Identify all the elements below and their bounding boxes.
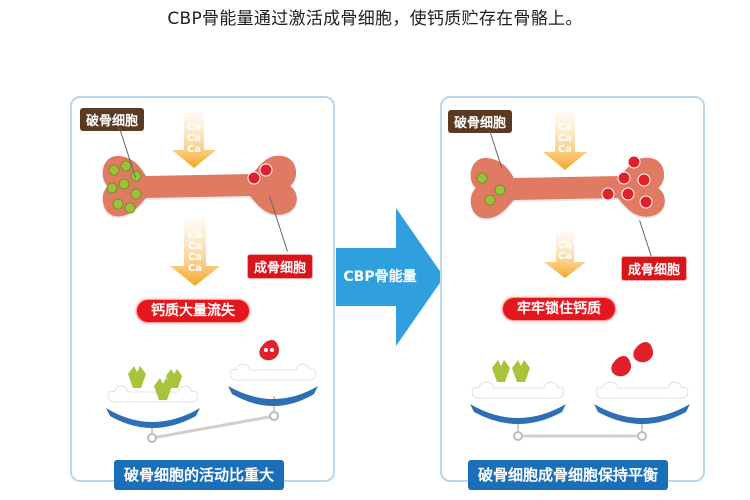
osteoblast-characters xyxy=(611,342,654,377)
osteoblast-tag: 成骨细胞 xyxy=(621,256,688,281)
balance-scale-level xyxy=(470,342,690,441)
big-right-arrow-icon xyxy=(336,208,444,346)
cbp-energy-label: CBP骨能量 xyxy=(343,269,417,285)
down-arrow-icon xyxy=(170,218,220,286)
footer-label-balanced: 破骨细胞成骨细胞保持平衡 xyxy=(468,460,669,490)
calcium-in-arrow: Ca Ca Ca xyxy=(172,112,216,168)
status-pill-calcium-loss: 钙质大量流失 xyxy=(136,299,250,323)
osteoclast-tag: 破骨细胞 xyxy=(448,110,513,133)
down-arrow-icon xyxy=(543,112,587,170)
osteoclast-cells xyxy=(106,160,142,214)
calcium-label-stack: Ca Ca Ca Ca xyxy=(187,230,203,274)
osteoclast-characters xyxy=(128,366,182,400)
calcium-label-stack: Ca Ca Ca xyxy=(186,122,202,155)
status-pill-calcium-locked: 牢牢锁住钙质 xyxy=(502,297,616,321)
calcium-out-arrow: Ca Ca xyxy=(544,232,586,278)
osteoblast-cells xyxy=(601,155,653,209)
osteoblast-character xyxy=(259,340,280,361)
down-arrow-icon xyxy=(172,112,216,168)
osteoclast-cells xyxy=(476,172,506,206)
calcium-label-stack: Ca Ca xyxy=(557,240,573,262)
bone-illustration xyxy=(470,155,665,221)
bone-illustration xyxy=(102,155,297,219)
osteoclast-tag: 破骨细胞 xyxy=(80,108,145,131)
down-arrow-icon xyxy=(544,232,586,278)
headline: CBP骨能量通过激活成骨细胞，使钙质贮存在骨骼上。 xyxy=(167,9,583,29)
balance-scale-tilted xyxy=(106,340,318,443)
calcium-out-arrow: Ca Ca Ca Ca xyxy=(170,218,220,286)
osteoclast-characters xyxy=(492,360,530,382)
calcium-label-stack: Ca Ca Ca xyxy=(557,122,573,155)
calcium-in-arrow: Ca Ca Ca xyxy=(543,112,587,170)
osteoblast-cells xyxy=(247,163,273,185)
osteoblast-tag: 成骨细胞 xyxy=(247,254,314,279)
footer-label-osteoclast-dominant: 破骨细胞的活动比重大 xyxy=(114,460,285,490)
